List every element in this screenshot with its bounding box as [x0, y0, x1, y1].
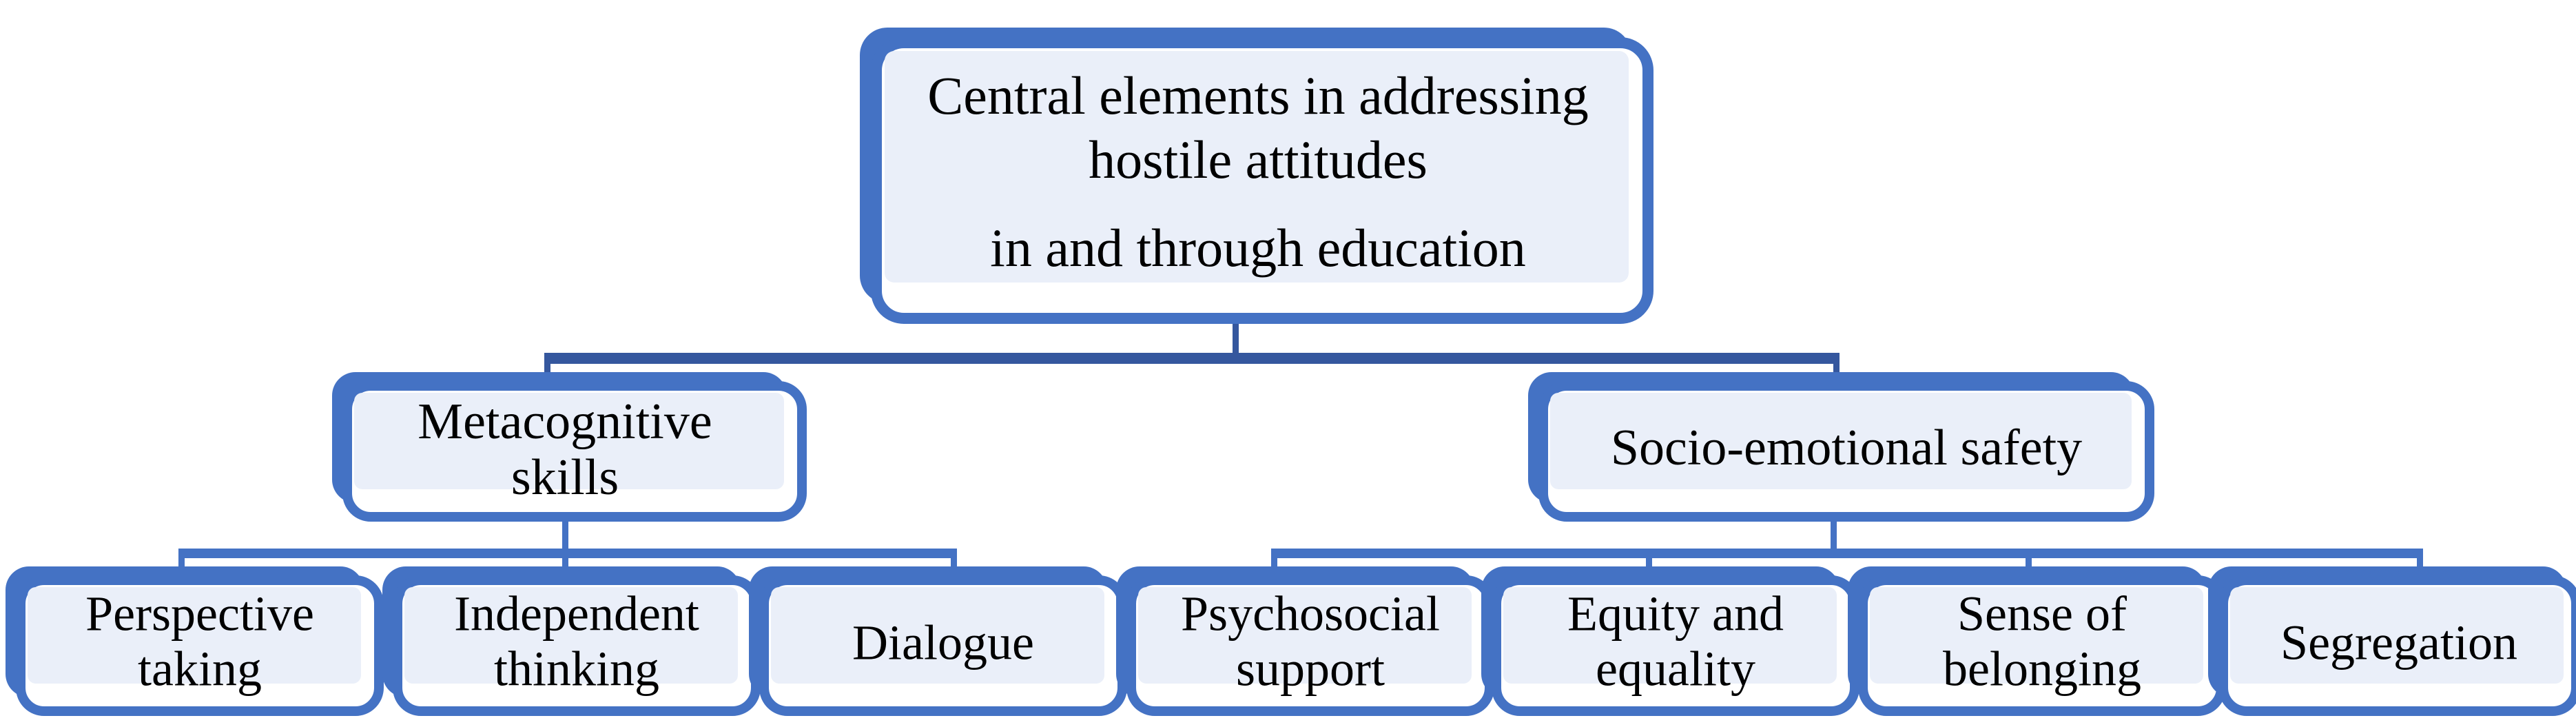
node-perspective-taking-line2: taking — [138, 642, 262, 697]
connector-drop-psychosocial-support — [1271, 549, 1277, 576]
node-socio-emotional-safety-fill — [1550, 393, 2132, 489]
node-root-line2: hostile attitudes — [1089, 130, 1428, 190]
node-dialogue[interactable]: Dialogue — [749, 566, 1127, 716]
node-metacognitive-skills[interactable]: Metacognitive skills — [332, 372, 807, 522]
node-segregation-line1: Segregation — [2280, 615, 2517, 670]
node-metacognitive-skills-fill — [354, 393, 784, 489]
node-independent-thinking-fill — [404, 587, 738, 684]
connector-drop-equity-and-equality — [1646, 549, 1652, 576]
node-dialogue-line1: Dialogue — [852, 615, 1034, 670]
connector-group-right-branch — [1271, 506, 2423, 576]
connector-right-stem — [1831, 506, 1837, 553]
connector-group-left-branch — [178, 506, 957, 576]
node-perspective-taking-line1: Perspective — [85, 586, 314, 642]
node-equity-and-equality-line1: Equity and — [1567, 586, 1784, 642]
node-psychosocial-support-line2: support — [1236, 642, 1385, 697]
node-root-line1: Central elements in addressing — [927, 65, 1589, 125]
node-segregation-fill — [2230, 587, 2564, 684]
node-psychosocial-support-fill — [1138, 587, 1472, 684]
connector-drop-segregation — [2417, 549, 2423, 576]
node-metacognitive-skills-line2: skills — [511, 449, 619, 506]
connector-left-stem — [562, 506, 568, 553]
node-root-fill — [885, 51, 1629, 283]
node-psychosocial-support[interactable]: Psychosocial support — [1116, 566, 1494, 716]
node-sense-of-belonging-line2: belonging — [1943, 642, 2141, 697]
node-equity-and-equality-line2: equality — [1596, 642, 1755, 697]
connector-drop-metacognitive — [544, 353, 550, 382]
node-root[interactable]: Central elements in addressing hostile a… — [860, 28, 1653, 324]
node-equity-and-equality[interactable]: Equity and equality — [1481, 566, 1859, 716]
node-metacognitive-skills-line1: Metacognitive — [418, 393, 712, 450]
connector-drop-sense-of-belonging — [2026, 549, 2032, 576]
node-perspective-taking[interactable]: Perspective taking — [6, 566, 384, 716]
node-sense-of-belonging[interactable]: Sense of belonging — [1848, 566, 2226, 716]
connector-root-hbar — [544, 353, 1840, 364]
connector-group-root-to-branches — [544, 300, 1840, 382]
node-psychosocial-support-line1: Psychosocial — [1181, 586, 1440, 642]
node-sense-of-belonging-line1: Sense of — [1957, 586, 2127, 642]
node-independent-thinking[interactable]: Independent thinking — [382, 566, 761, 716]
connector-right-hbar — [1271, 549, 2423, 558]
node-segregation[interactable]: Segregation — [2208, 566, 2576, 716]
connector-drop-independent-thinking — [562, 549, 568, 576]
connector-drop-socioemotional — [1833, 353, 1840, 382]
node-socio-emotional-safety-line1: Socio-emotional safety — [1611, 420, 2082, 476]
connector-root-stem — [1233, 300, 1239, 355]
node-root-line3: in and through education — [990, 218, 1526, 278]
node-independent-thinking-line1: Independent — [454, 586, 699, 642]
node-sense-of-belonging-fill — [1870, 587, 2203, 684]
node-independent-thinking-line2: thinking — [494, 642, 659, 697]
node-equity-and-equality-fill — [1503, 587, 1837, 684]
connector-drop-perspective-taking — [178, 549, 185, 576]
node-perspective-taking-fill — [28, 587, 361, 684]
node-socio-emotional-safety[interactable]: Socio-emotional safety — [1528, 372, 2154, 522]
connector-drop-dialogue — [951, 549, 957, 576]
node-dialogue-fill — [771, 587, 1104, 684]
